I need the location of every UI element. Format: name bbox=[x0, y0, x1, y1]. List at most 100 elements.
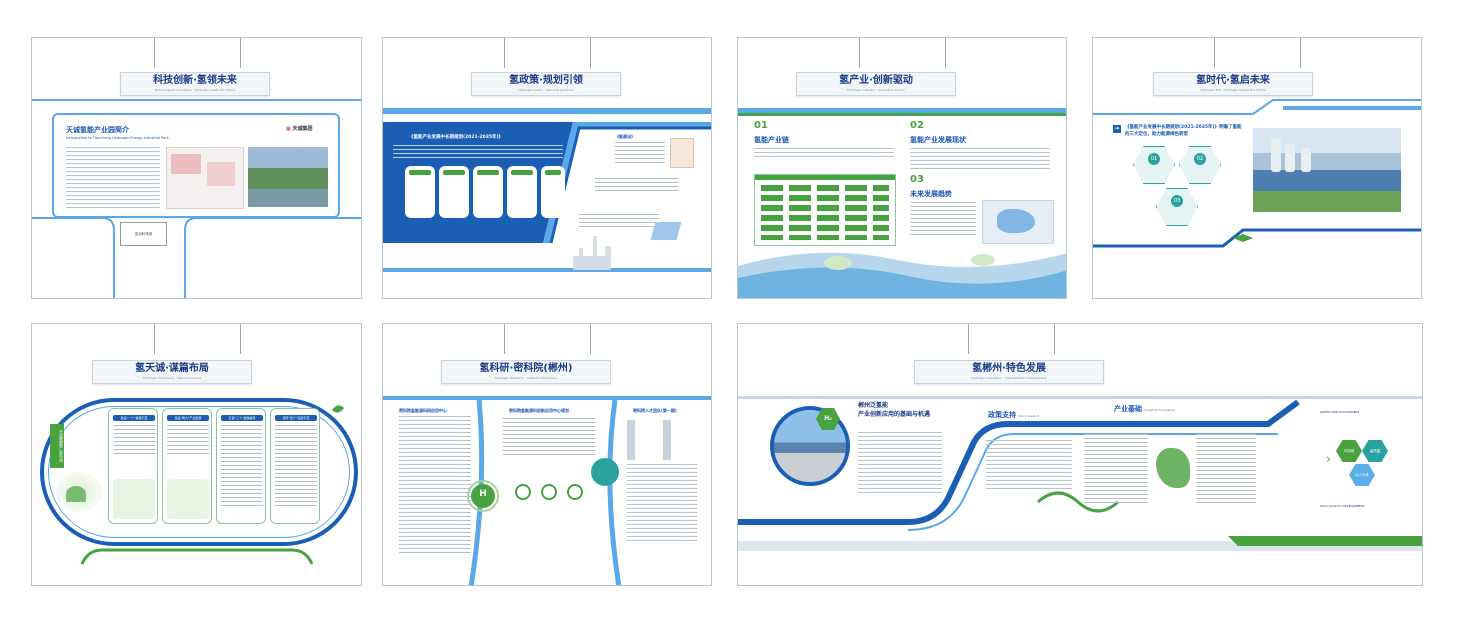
panel-title: 氢科研·密科院(郴州) bbox=[479, 363, 573, 374]
card-title: 建设"两大"产业集群 bbox=[167, 415, 209, 421]
policy-side-text bbox=[615, 142, 665, 164]
column-heading: 密科院氢能源科研应用中心 bbox=[399, 408, 447, 413]
industry-foundation-title: 产业基础 bbox=[1114, 405, 1142, 413]
panel-subtitle: Hydrogen Research · Institute (Chenzhou) bbox=[494, 376, 558, 380]
section-number: 03 bbox=[910, 174, 924, 185]
intro-heading: 天诚氢能产业园简介 bbox=[66, 126, 129, 134]
hanging-wire bbox=[590, 38, 591, 68]
hex-number: 02 bbox=[1194, 153, 1206, 165]
signboard-outline bbox=[32, 99, 361, 298]
column-text bbox=[627, 464, 697, 544]
industry-foundation-en: Industrial foundation bbox=[1144, 408, 1176, 412]
high-quality-label: HIGH QUALITY DEVELOPMENT bbox=[1320, 504, 1365, 508]
area-sign-text: 亚动科场用 bbox=[134, 232, 153, 236]
policy-side-text-3 bbox=[579, 214, 659, 230]
card-title: 培育"四个"应用示范 bbox=[275, 415, 317, 421]
panel-subtitle: Hydrogen industry · Innovation Driven bbox=[847, 88, 905, 92]
policy-text bbox=[393, 145, 563, 159]
column-heading: 密科院人才团队(第一期) bbox=[633, 408, 677, 413]
panel-title: 氢郴州·特色发展 bbox=[972, 363, 1046, 374]
park-aerial-photo bbox=[248, 147, 328, 207]
hex-label: 以人为本 bbox=[1355, 473, 1369, 477]
panel-hydrogen-era: 氢时代·氢启未来 Hydrogen Era · Hydrogen Ignites… bbox=[1092, 37, 1422, 299]
chain-text bbox=[754, 148, 894, 158]
h2-label: H₂ bbox=[824, 415, 832, 422]
policy-support-en: Policy support bbox=[1018, 414, 1040, 418]
card-illustration bbox=[167, 479, 209, 519]
hex-number: 03 bbox=[1171, 195, 1183, 207]
solar-illustration bbox=[650, 222, 682, 240]
process-circles bbox=[515, 484, 595, 504]
era-arrow-icon: ➔ bbox=[1113, 125, 1121, 133]
column-text bbox=[503, 418, 595, 458]
panel-tech-innovation: 科技创新·氢领未来 Technological innovation · Hyd… bbox=[31, 37, 362, 299]
eco-illustration bbox=[56, 472, 102, 512]
park-plan-image bbox=[166, 147, 244, 209]
intro-text bbox=[66, 147, 160, 209]
hanging-wire bbox=[240, 38, 241, 68]
layout-inner-ring bbox=[48, 406, 350, 538]
hanging-wire bbox=[1054, 324, 1055, 354]
panel-policy: 氢政策·规划引领 Hydrogen policy · planning guid… bbox=[382, 37, 712, 299]
panel-subtitle: Hydrogen Tiancheng · Planning Layout bbox=[143, 376, 201, 380]
section-number: 02 bbox=[910, 120, 924, 131]
panel-title-box: 氢科研·密科院(郴州) Hydrogen Research · Institut… bbox=[441, 360, 611, 384]
layout-card: 培育"四个"应用示范 bbox=[270, 408, 320, 524]
chenzhou-heading-2: 产业创新应用的基础与机遇 bbox=[858, 411, 931, 418]
hanging-wire bbox=[154, 324, 155, 354]
panel-research: 氢科研·密科院(郴州) Hydrogen Research · Institut… bbox=[382, 323, 712, 586]
hanging-wire bbox=[1300, 38, 1301, 68]
hanging-wire bbox=[859, 38, 860, 68]
h-badge: H bbox=[479, 489, 487, 499]
hanging-wire bbox=[1214, 38, 1215, 68]
layout-card: 打造"三个"发展格局 bbox=[216, 408, 266, 524]
chenzhou-background bbox=[738, 396, 1422, 551]
panel-title-box: 氢产业·创新驱动 Hydrogen industry · Innovation … bbox=[796, 72, 956, 96]
emblem-image bbox=[670, 138, 694, 168]
hexagon-quality: 高质量 bbox=[1362, 440, 1388, 462]
industry-text bbox=[1084, 434, 1148, 504]
panel-title: 氢天诚·谋篇布局 bbox=[135, 363, 209, 374]
trend-text bbox=[910, 202, 976, 238]
industry-chain-diagram bbox=[754, 174, 896, 246]
column-heading: 密科院氢能源科创新应用中心规划 bbox=[509, 408, 569, 413]
hex-label: 高质量 bbox=[1369, 449, 1381, 453]
hanging-wire bbox=[504, 38, 505, 68]
section-title: 氢能产业链 bbox=[754, 136, 789, 144]
section-title: 氢能产业发展现状 bbox=[910, 136, 966, 144]
research-background bbox=[383, 396, 711, 585]
card-title: 打造"三个"发展格局 bbox=[221, 415, 263, 421]
green-base bbox=[80, 405, 344, 565]
policy-side-heading: 《能源法》 bbox=[615, 134, 635, 139]
industry-background bbox=[738, 108, 1066, 298]
panel-subtitle: Hydrogen Era · Hydrogen Ignites the Futu… bbox=[1200, 88, 1266, 92]
hanging-wire bbox=[968, 324, 969, 354]
column-text bbox=[399, 416, 471, 556]
h2-badge: H₂ bbox=[816, 408, 840, 430]
policy-support-text bbox=[986, 440, 1072, 490]
hydrogen-plant-photo bbox=[1253, 128, 1401, 212]
status-text bbox=[910, 148, 1050, 172]
hex-number: 01 bbox=[1148, 153, 1160, 165]
panel-title: 氢产业·创新驱动 bbox=[839, 75, 913, 86]
panel-title-box: 氢郴州·特色发展 Hydrogen Chenzhou · Characteris… bbox=[914, 360, 1104, 384]
chenzhou-heading-1: 郴州泛氢能 bbox=[858, 402, 889, 409]
green-sustainable-label: GREEN AND SUSTAINABLE bbox=[1320, 410, 1360, 414]
card-title: 建设"一个"发展示范 bbox=[113, 415, 155, 421]
panel-title: 科技创新·氢领未来 bbox=[153, 75, 237, 86]
policy-heading: 《氢能产业发展中长期规划(2021-2035年)》 bbox=[409, 135, 504, 140]
panel-subtitle: Hydrogen Chenzhou · Characteristic Devel… bbox=[971, 376, 1047, 380]
hexagon-sustainable: 可持续 bbox=[1336, 440, 1362, 462]
section-number: 01 bbox=[754, 120, 768, 131]
vertical-label: 天诚氢能产业布局 bbox=[59, 430, 64, 462]
policy-support-title: 政策支持 bbox=[988, 411, 1016, 419]
layout-card: 建设"两大"产业集群 bbox=[162, 408, 212, 524]
panel-subtitle: Technological innovation · Hydrogen Lead… bbox=[154, 88, 236, 92]
chevron-icon: › bbox=[1326, 452, 1331, 466]
hanging-wire bbox=[590, 324, 591, 354]
panel-title: 氢政策·规划引领 bbox=[509, 75, 583, 86]
panel-layout: 氢天诚·谋篇布局 Hydrogen Tiancheng · Planning L… bbox=[31, 323, 362, 586]
hanging-wire bbox=[945, 38, 946, 68]
layout-card: 建设"一个"发展示范 bbox=[108, 408, 158, 524]
era-background bbox=[1093, 99, 1421, 248]
